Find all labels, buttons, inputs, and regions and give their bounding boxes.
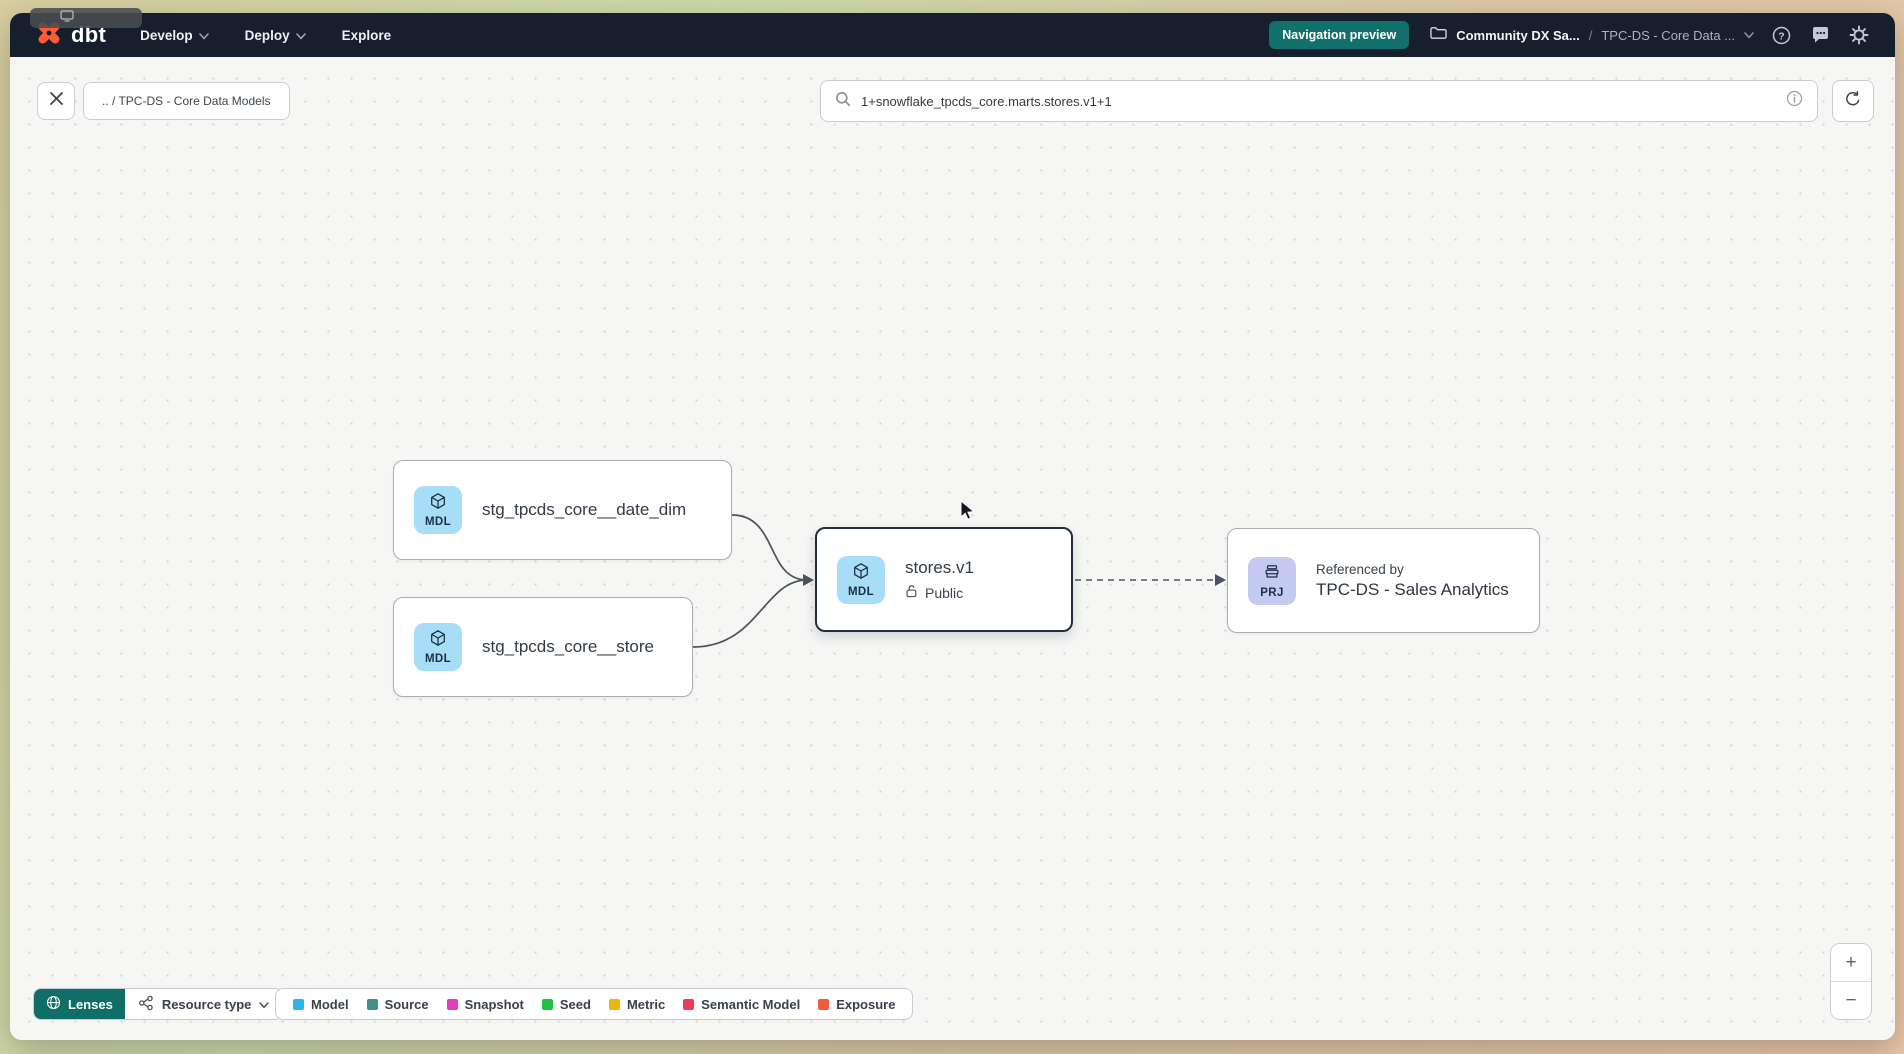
node-label: TPC-DS - Sales Analytics: [1316, 580, 1509, 600]
legend-item-metric: Metric: [609, 997, 665, 1012]
model-badge: MDL: [837, 556, 885, 604]
legend-label: Seed: [560, 997, 591, 1012]
cube-icon: [429, 492, 447, 515]
legend-label: Exposure: [836, 997, 895, 1012]
node-tpcds-sales-analytics[interactable]: PRJ Referenced by TPC-DS - Sales Analyti…: [1227, 528, 1540, 633]
legend-item-semantic-model: Semantic Model: [683, 997, 800, 1012]
legend-item-exposure: Exposure: [818, 997, 895, 1012]
screen-artifact-pill: [30, 8, 142, 28]
lenses-label: Lenses: [68, 997, 113, 1012]
nav-item-develop-label: Develop: [140, 28, 193, 43]
nav-item-deploy[interactable]: Deploy: [245, 28, 306, 43]
nav-item-explore-label: Explore: [342, 28, 392, 43]
breadcrumb[interactable]: Community DX Sa... / TPC-DS - Core Data …: [1430, 26, 1754, 45]
lineage-context-chip[interactable]: .. / TPC-DS - Core Data Models: [83, 82, 290, 120]
refresh-icon: [1844, 90, 1862, 113]
close-button[interactable]: [37, 82, 75, 120]
badge-label: MDL: [425, 516, 451, 528]
lenses-button[interactable]: Lenses: [34, 989, 125, 1019]
svg-text:?: ?: [1778, 30, 1784, 42]
archive-icon: [1263, 563, 1281, 586]
lineage-context-chip-label: .. / TPC-DS - Core Data Models: [102, 94, 271, 108]
legend-swatch: [447, 999, 458, 1010]
node-text-column: Referenced by TPC-DS - Sales Analytics: [1316, 562, 1509, 600]
resource-type-dropdown[interactable]: Resource type: [125, 989, 283, 1019]
nav-item-deploy-label: Deploy: [245, 28, 290, 43]
legend-label: Model: [311, 997, 349, 1012]
close-icon: [49, 91, 64, 111]
project-badge: PRJ: [1248, 557, 1296, 605]
monitor-icon: [60, 9, 74, 27]
feedback-icon[interactable]: [1808, 23, 1832, 47]
node-label: stores.v1: [905, 558, 974, 578]
legend-item-source: Source: [367, 997, 429, 1012]
lineage-canvas[interactable]: .. / TPC-DS - Core Data Models MDL: [10, 57, 1895, 1040]
nav-item-explore[interactable]: Explore: [342, 28, 392, 43]
top-navbar: dbt Develop Deploy Explore Navigation pr…: [10, 13, 1895, 57]
mouse-cursor: [960, 500, 976, 527]
node-label: stg_tpcds_core__store: [482, 637, 654, 657]
chevron-down-icon[interactable]: [1744, 26, 1754, 44]
resource-type-label: Resource type: [162, 997, 252, 1012]
node-text-column: stores.v1 Public: [905, 558, 974, 601]
access-label: Public: [925, 585, 963, 601]
resource-legend: Model Source Snapshot Seed Metric Semant…: [275, 988, 913, 1020]
cube-icon: [852, 562, 870, 585]
legend-swatch: [683, 999, 694, 1010]
legend-item-snapshot: Snapshot: [447, 997, 524, 1012]
legend-swatch: [293, 999, 304, 1010]
info-icon[interactable]: [1786, 90, 1803, 112]
node-stores-v1[interactable]: MDL stores.v1 Public: [815, 527, 1073, 632]
zoom-controls: + −: [1830, 943, 1872, 1020]
badge-label: PRJ: [1260, 587, 1284, 599]
model-badge: MDL: [414, 623, 462, 671]
badge-label: MDL: [848, 586, 874, 598]
legend-label: Semantic Model: [701, 997, 800, 1012]
navigation-preview-badge[interactable]: Navigation preview: [1269, 21, 1409, 49]
search-input[interactable]: [861, 94, 1776, 109]
folder-icon: [1430, 26, 1447, 45]
lens-icon: [46, 995, 61, 1013]
chevron-down-icon: [259, 997, 269, 1012]
legend-label: Metric: [627, 997, 665, 1012]
node-stg-tpcds-core-store[interactable]: MDL stg_tpcds_core__store: [393, 597, 693, 697]
legend-swatch: [818, 999, 829, 1010]
legend-item-model: Model: [293, 997, 349, 1012]
legend-swatch: [542, 999, 553, 1010]
nav-menu: Develop Deploy Explore: [140, 28, 391, 43]
graph-icon: [138, 995, 154, 1014]
model-badge: MDL: [414, 486, 462, 534]
zoom-in-button[interactable]: +: [1831, 944, 1871, 981]
chevron-down-icon: [199, 28, 209, 43]
unlock-icon: [905, 584, 918, 601]
app-window: dbt Develop Deploy Explore Navigation pr…: [10, 13, 1895, 1040]
access-row: Public: [905, 584, 974, 601]
legend-label: Source: [385, 997, 429, 1012]
legend-swatch: [367, 999, 378, 1010]
breadcrumb-section: TPC-DS - Core Data ...: [1601, 28, 1735, 43]
breadcrumb-project: Community DX Sa...: [1456, 28, 1580, 43]
gear-icon[interactable]: [1847, 23, 1871, 47]
node-stg-tpcds-core-date-dim[interactable]: MDL stg_tpcds_core__date_dim: [393, 460, 732, 560]
breadcrumb-separator: /: [1589, 28, 1593, 43]
legend-swatch: [609, 999, 620, 1010]
lens-control-group: Lenses Resource type: [33, 988, 283, 1020]
refresh-button[interactable]: [1832, 80, 1874, 122]
chevron-down-icon: [296, 28, 306, 43]
nav-item-develop[interactable]: Develop: [140, 28, 209, 43]
referenced-by-label: Referenced by: [1316, 562, 1509, 577]
search-icon: [835, 91, 851, 112]
navbar-right: Navigation preview Community DX Sa... / …: [1269, 21, 1871, 49]
lineage-search-bar: [820, 80, 1818, 122]
help-icon[interactable]: ?: [1769, 23, 1793, 47]
zoom-out-button[interactable]: −: [1831, 981, 1871, 1019]
cube-icon: [429, 629, 447, 652]
legend-label: Snapshot: [465, 997, 524, 1012]
node-label: stg_tpcds_core__date_dim: [482, 500, 686, 520]
badge-label: MDL: [425, 653, 451, 665]
legend-item-seed: Seed: [542, 997, 591, 1012]
